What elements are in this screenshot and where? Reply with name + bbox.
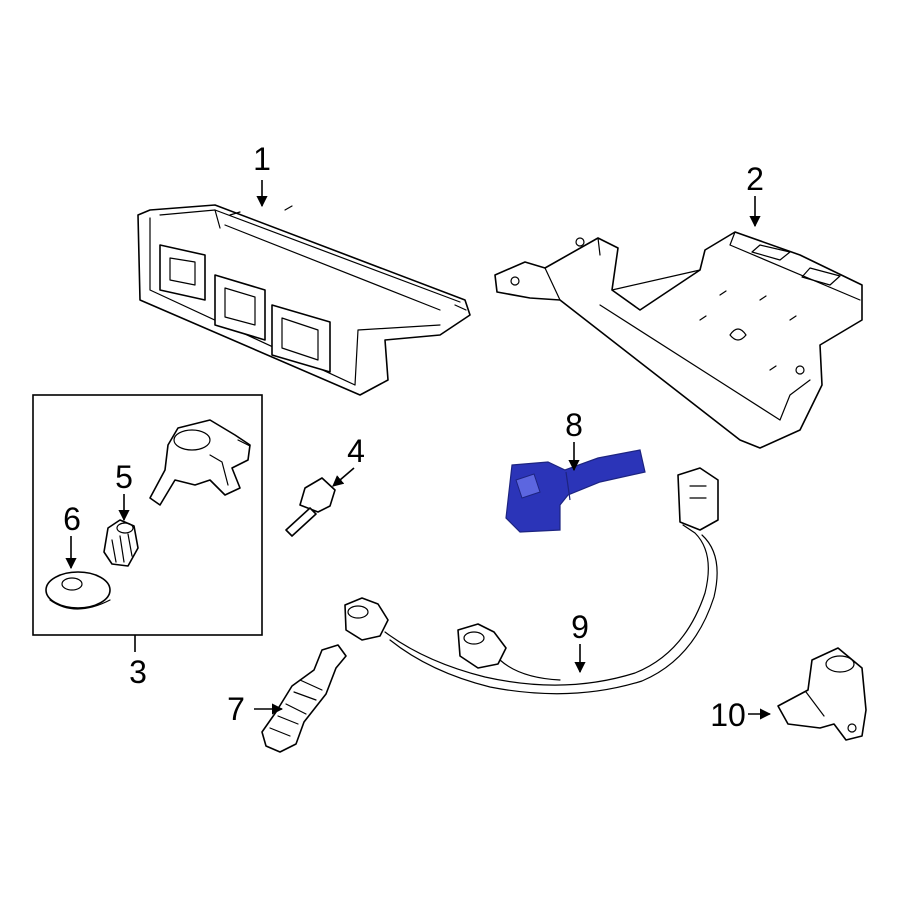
callout-2: 2 — [746, 161, 764, 197]
callout-6: 6 — [63, 501, 81, 537]
part-3-ignition-coil[interactable] — [149, 419, 251, 506]
part-3-group-box — [32, 394, 263, 636]
part-1-engine-control-module[interactable] — [137, 204, 471, 396]
callout-9: 9 — [571, 609, 589, 645]
part-2-mounting-bracket[interactable] — [494, 231, 863, 449]
part-4-bolt[interactable] — [285, 477, 336, 537]
callout-8: 8 — [565, 407, 583, 443]
part-5-insert[interactable] — [103, 519, 139, 567]
part-10-position-sensor[interactable] — [777, 647, 867, 741]
part-6-grommet[interactable] — [45, 571, 111, 610]
callout-5: 5 — [115, 459, 133, 495]
callout-7: 7 — [227, 691, 245, 727]
part-7-spark-plug[interactable] — [261, 644, 347, 753]
callout-1: 1 — [253, 141, 271, 177]
callout-3: 3 — [129, 654, 147, 690]
part-9-knock-sensor-harness[interactable] — [344, 467, 719, 695]
leader-lines — [65, 180, 772, 720]
callout-10: 10 — [710, 697, 746, 733]
callout-4: 4 — [347, 433, 365, 469]
part-8-sensor-highlighted[interactable] — [505, 449, 646, 533]
